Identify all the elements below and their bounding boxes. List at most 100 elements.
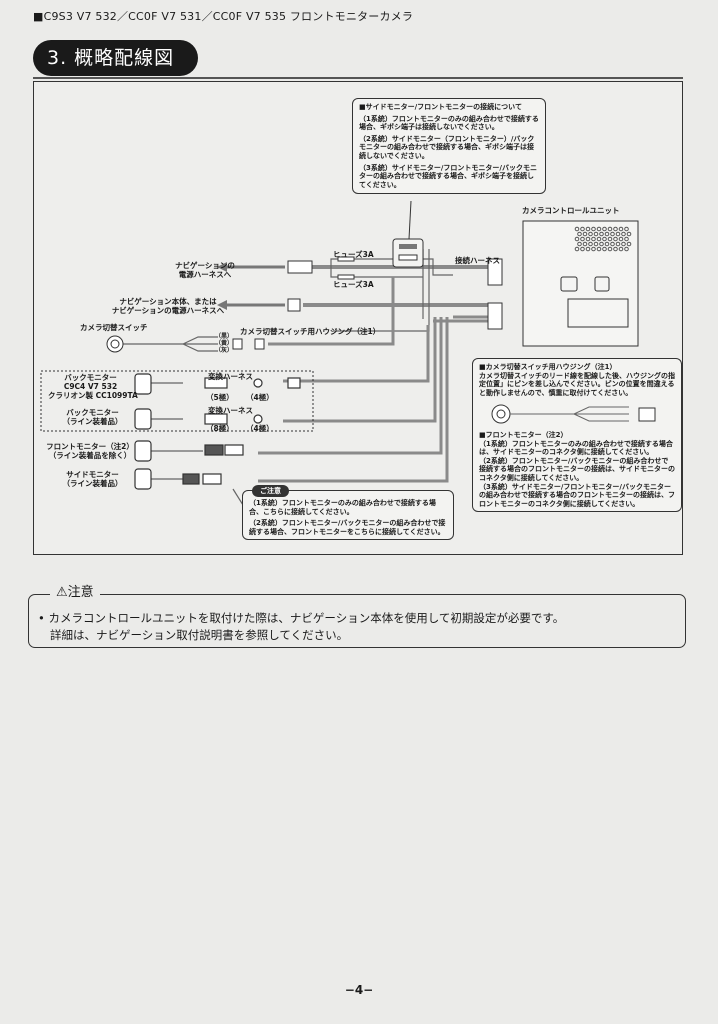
switch-housing-icon xyxy=(232,338,243,350)
callout-item: （2系統）フロントモニター/バックモニターの組み合わせで接続する場合、フロントモ… xyxy=(249,519,446,536)
vent-hole xyxy=(585,246,591,252)
vent-hole xyxy=(593,231,599,237)
vent-hole xyxy=(618,246,624,252)
back-monitor-1-line2: C9C4 V7 532 xyxy=(63,382,118,391)
fuse-label-bottom: ヒューズ3A xyxy=(333,280,374,289)
vent-hole xyxy=(585,226,591,232)
vent-hole xyxy=(591,246,596,252)
wire-cam-switch-split xyxy=(182,336,218,352)
nav-power-connector xyxy=(287,260,313,274)
wire-gray-label: （灰） xyxy=(215,347,234,354)
vent-hole xyxy=(591,226,596,232)
model-header: ■C9S3 V7 532／CC0F V7 531／CC0F V7 535 フロン… xyxy=(33,10,414,23)
vent-hole xyxy=(615,241,621,247)
camera-switch-label: カメラ切替スイッチ xyxy=(80,323,148,332)
switch-housing-label: カメラ切替スイッチ用ハウジング（注1） xyxy=(240,327,381,336)
vent-hole xyxy=(626,231,632,237)
vent-hole xyxy=(577,231,582,237)
camera-control-unit-icon xyxy=(522,220,639,347)
note1-heading: ■カメラ切替スイッチ用ハウジング（注1） xyxy=(479,363,617,371)
back-monitor-2-icon xyxy=(134,408,152,430)
back-monitor-1-line1: バックモニター xyxy=(64,373,117,382)
vent-hole xyxy=(599,231,604,237)
vent-hole xyxy=(613,236,618,242)
vent-hole xyxy=(574,246,580,252)
vent-hole xyxy=(577,241,582,247)
wiring-diagram xyxy=(40,200,639,514)
section-title: 3. 概略配線図 xyxy=(33,40,198,76)
vent-hole xyxy=(574,226,580,232)
caution-line2: 詳細は、ナビゲーション取付説明書を参照してください。 xyxy=(50,628,349,642)
note2-item: （2系統）フロントモニター/バックモニターの組み合わせで接続する場合のフロントモ… xyxy=(479,456,675,482)
vent-hole xyxy=(624,236,629,242)
vent-hole xyxy=(618,226,624,232)
back-monitor-2-line2: （ライン装着品） xyxy=(62,417,123,426)
vent-hole xyxy=(593,241,599,247)
back-monitor-1-label: バックモニター C9C4 V7 532 クラリオン製 CC1099TA xyxy=(48,373,138,400)
vent-hole xyxy=(602,236,607,242)
to-nav-power-line2: 電源ハーネスへ xyxy=(178,270,232,279)
to-nav-power-line1: ナビゲーションの xyxy=(175,261,235,270)
vent-hole xyxy=(599,241,604,247)
vent-hole xyxy=(574,236,580,242)
vent-hole xyxy=(604,231,610,237)
vent-hole xyxy=(602,246,607,252)
vent-hole xyxy=(602,226,607,232)
wire-switch-housing xyxy=(268,277,395,346)
front-monitor-label: フロントモニター（注2） （ライン装着品を除く） xyxy=(45,442,135,460)
back-monitor-group xyxy=(40,370,314,432)
vent-hole xyxy=(624,246,629,252)
nav-body-connector xyxy=(287,298,301,312)
connection-note-heading: ■サイドモニター/フロントモニターの接続について xyxy=(359,103,522,111)
wire-bundle-3 xyxy=(258,317,443,455)
title-underline xyxy=(33,77,683,79)
vent-hole xyxy=(588,231,593,237)
vent-hole xyxy=(624,226,629,232)
vent-hole xyxy=(607,246,613,252)
vent-hole xyxy=(582,241,588,247)
front-monitor-line1: フロントモニター（注2） xyxy=(46,442,134,451)
vent-hole xyxy=(618,236,624,242)
camera-control-unit-label: カメラコントロールユニット xyxy=(522,206,620,215)
note1-body: カメラ切替スイッチのリード線を配線した後、ハウジングの指定位置」にピンを差し込ん… xyxy=(479,371,675,397)
vent-hole xyxy=(626,241,632,247)
callout-box: （1系統）フロントモニターのみの組み合わせで接続する場合、こちらに接続してくださ… xyxy=(242,490,454,540)
conv-harness-2-label: 変換ハーネス xyxy=(208,406,253,415)
pin4b-label: （4極） xyxy=(246,424,274,433)
to-nav-body-label: ナビゲーション本体、または ナビゲーションの電源ハーネスへ xyxy=(108,297,228,315)
note2-item: （1系統）フロントモニターのみの組み合わせで接続する場合は、サイドモニターのコネ… xyxy=(479,439,673,457)
caution-heading: ⚠注意 xyxy=(50,584,100,602)
side-monitor-line1: サイドモニター xyxy=(66,470,119,479)
front-monitor-line2: （ライン装着品を除く） xyxy=(48,451,132,460)
camera-switch-wiring-illustration xyxy=(491,404,656,424)
vent-hole xyxy=(596,226,602,232)
camera-switch-icon xyxy=(106,335,124,353)
front-monitor-icon xyxy=(134,440,152,462)
to-nav-body-line1: ナビゲーション本体、または xyxy=(119,297,217,306)
to-nav-power-label: ナビゲーションの 電源ハーネスへ xyxy=(160,261,250,279)
page-number: −4− xyxy=(344,983,374,997)
gibo-terminal-box xyxy=(392,238,424,268)
note2-item: （3系統）サイドモニター/フロントモニター/バックモニターの組み合わせで接続する… xyxy=(479,482,675,508)
vent-hole xyxy=(580,226,585,232)
pin8-label: （8極） xyxy=(206,424,234,433)
vent-hole xyxy=(610,231,615,237)
caution-frame xyxy=(28,594,686,648)
harness-connector-upper xyxy=(487,258,503,286)
callout-item: （1系統）フロントモニターのみの組み合わせで接続する場合、こちらに接続してくださ… xyxy=(249,499,436,516)
back-monitor-1-icon xyxy=(134,373,152,395)
vent-hole xyxy=(613,246,618,252)
vent-hole xyxy=(621,241,626,247)
wire-yellow-label: （黄） xyxy=(215,340,234,347)
vent-hole xyxy=(621,231,626,237)
callout-tag: ご注意 xyxy=(252,485,289,497)
vent-hole xyxy=(580,246,585,252)
connection-note-item: （1系統）フロントモニターのみの組み合わせで接続する場合、ギボシ端子は接続しない… xyxy=(359,114,539,132)
fuse-icon xyxy=(337,256,355,262)
vent-hole xyxy=(580,236,585,242)
vent-hole xyxy=(615,231,621,237)
vent-hole xyxy=(610,241,615,247)
vent-hole xyxy=(591,236,596,242)
side-monitor-label: サイドモニター （ライン装着品） xyxy=(55,470,130,488)
vent-hole xyxy=(613,226,618,232)
